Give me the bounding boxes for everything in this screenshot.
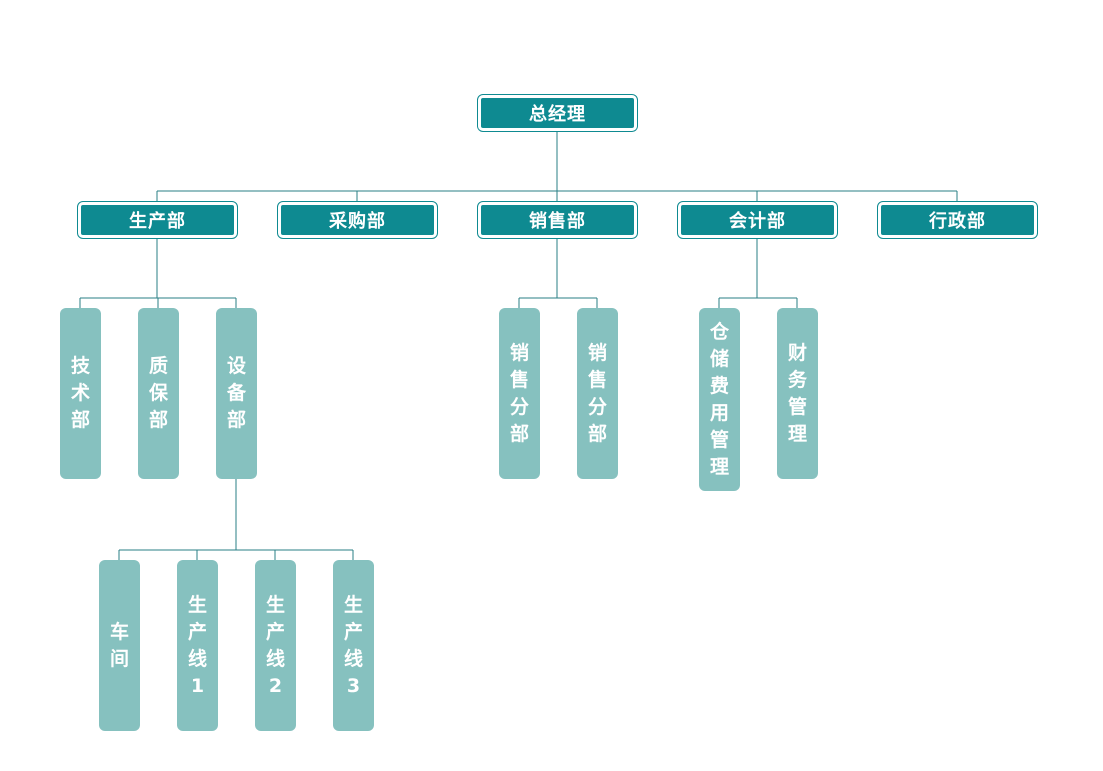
node-purchasing-label: 采购部	[281, 205, 434, 235]
node-sales-branch-1-label: 销售分部	[509, 341, 529, 445]
node-ceo-label: 总经理	[481, 98, 634, 128]
node-qa: 质保部	[138, 308, 179, 479]
node-sales: 销售部	[477, 201, 638, 239]
node-sales-branch-2-label: 销售分部	[587, 341, 607, 445]
node-ceo: 总经理	[477, 94, 638, 132]
node-equipment-label: 设备部	[226, 355, 246, 431]
node-production-label: 生产部	[81, 205, 234, 235]
node-sales-branch-2: 销售分部	[577, 308, 618, 479]
node-tech-label: 技术部	[70, 355, 90, 431]
node-line-2: 生产线2	[255, 560, 296, 731]
node-storage-cost: 仓储费用管理	[699, 308, 740, 491]
node-line-2-label: 生产线2	[265, 593, 285, 697]
node-line-3-label: 生产线3	[343, 593, 363, 697]
node-accounting: 会计部	[677, 201, 838, 239]
node-purchasing: 采购部	[277, 201, 438, 239]
node-line-1: 生产线1	[177, 560, 218, 731]
node-equipment: 设备部	[216, 308, 257, 479]
node-accounting-label: 会计部	[681, 205, 834, 235]
node-qa-label: 质保部	[148, 355, 168, 431]
node-storage-cost-label: 仓储费用管理	[709, 320, 729, 478]
node-workshop: 车间	[99, 560, 140, 731]
node-line-1-label: 生产线1	[187, 593, 207, 697]
node-production: 生产部	[77, 201, 238, 239]
node-admin: 行政部	[877, 201, 1038, 239]
node-sales-label: 销售部	[481, 205, 634, 235]
node-admin-label: 行政部	[881, 205, 1034, 235]
node-tech: 技术部	[60, 308, 101, 479]
node-sales-branch-1: 销售分部	[499, 308, 540, 479]
node-finance: 财务管理	[777, 308, 818, 479]
node-workshop-label: 车间	[109, 620, 129, 670]
node-line-3: 生产线3	[333, 560, 374, 731]
node-finance-label: 财务管理	[787, 341, 807, 445]
